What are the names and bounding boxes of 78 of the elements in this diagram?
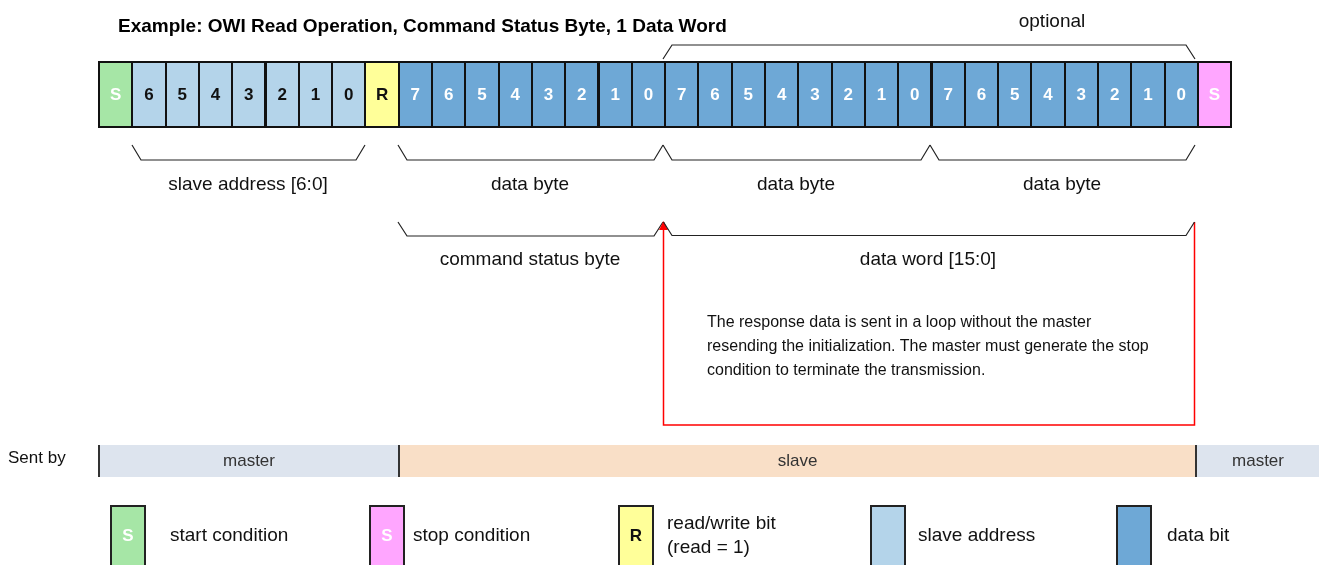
bit-cell — [697, 61, 733, 128]
bit-label: 7 — [410, 84, 421, 105]
legend-text: stop condition — [413, 523, 532, 547]
bit-label: 5 — [743, 84, 754, 105]
bit-label: 0 — [344, 84, 354, 105]
bit-label: 0 — [1176, 84, 1186, 105]
bit-label: 4 — [510, 84, 520, 105]
row-label: Sent by — [8, 448, 66, 468]
bit-label: 1 — [876, 84, 887, 105]
bracket — [663, 222, 1195, 236]
diagram-title: Example: OWI Read Operation, Command Status Byte, 1 Data Word — [118, 15, 727, 37]
bit-label: 1 — [610, 84, 620, 105]
bracket-label: optional — [1018, 10, 1086, 32]
bit-label: 6 — [976, 84, 987, 105]
sender-band — [98, 445, 398, 477]
bit-label: 5 — [177, 84, 187, 105]
bit-cell — [131, 61, 167, 128]
bit-label: S — [1208, 84, 1221, 105]
legend-text: read/write bit (read = 1) — [667, 511, 777, 559]
bit-cell — [231, 61, 267, 128]
band-label: master — [223, 451, 275, 471]
bit-cell — [98, 61, 134, 128]
bit-label: R — [375, 84, 389, 105]
bit-label: 0 — [643, 84, 654, 105]
bit-label: 6 — [710, 84, 720, 105]
bit-label: 4 — [776, 84, 787, 105]
swatch-letter: R — [629, 526, 643, 546]
bit-label: 4 — [210, 84, 221, 105]
bit-label: 3 — [244, 84, 254, 105]
bracket-label: data word [15:0] — [859, 248, 997, 270]
bit-cell — [897, 61, 933, 128]
bit-cell — [997, 61, 1033, 128]
bit-label: 6 — [144, 84, 154, 105]
bit-label: 7 — [677, 84, 687, 105]
bracket-label: data byte — [1022, 173, 1102, 195]
bracket-label: data byte — [756, 173, 836, 195]
bit-label: S — [109, 84, 122, 105]
note-text: The response data is sent in a loop without the master resending the initialization. The master must generate the stop condition to terminate the transmission. — [707, 312, 1150, 380]
bit-label: 0 — [910, 84, 920, 105]
bit-label: 2 — [1109, 84, 1120, 105]
bit-cell — [797, 61, 833, 128]
band-label: master — [1232, 451, 1284, 471]
bit-label: 1 — [310, 84, 321, 105]
bit-label: 2 — [843, 84, 853, 105]
bit-cell — [664, 61, 700, 128]
sender-band — [1195, 445, 1319, 477]
bit-cell — [1030, 61, 1066, 128]
bit-label: 5 — [1010, 84, 1020, 105]
bracket-label: slave address [6:0] — [168, 173, 328, 195]
bit-label: 2 — [277, 84, 287, 105]
bit-cell — [431, 61, 467, 128]
bracket-label: command status byte — [439, 248, 621, 270]
bit-cell — [331, 61, 367, 128]
swatch-letter: S — [381, 526, 393, 546]
bit-cell — [1130, 61, 1166, 128]
bit-label: 2 — [577, 84, 587, 105]
bit-cell — [464, 61, 500, 128]
bit-label: 3 — [810, 84, 820, 105]
bit-cell — [764, 61, 800, 128]
bit-label: 6 — [443, 84, 454, 105]
legend-text: start condition — [170, 523, 290, 547]
band-label: slave — [777, 451, 818, 471]
legend-text: slave address — [918, 523, 1037, 547]
bit-label: 7 — [943, 84, 953, 105]
bit-label: 3 — [543, 84, 554, 105]
bit-cell — [1196, 61, 1233, 128]
swatch-letter: S — [122, 526, 134, 546]
loop-arrow — [659, 221, 1196, 426]
sender-band — [398, 445, 1195, 477]
bit-cell — [564, 61, 600, 128]
bit-label: 5 — [477, 84, 487, 105]
bit-cell — [1097, 61, 1133, 128]
bit-label: 1 — [1143, 84, 1153, 105]
bit-label: 3 — [1076, 84, 1087, 105]
bit-label: 4 — [1043, 84, 1053, 105]
bracket-label: data byte — [490, 173, 570, 195]
legend-text: data bit — [1167, 523, 1231, 547]
bit-cell — [364, 61, 400, 128]
